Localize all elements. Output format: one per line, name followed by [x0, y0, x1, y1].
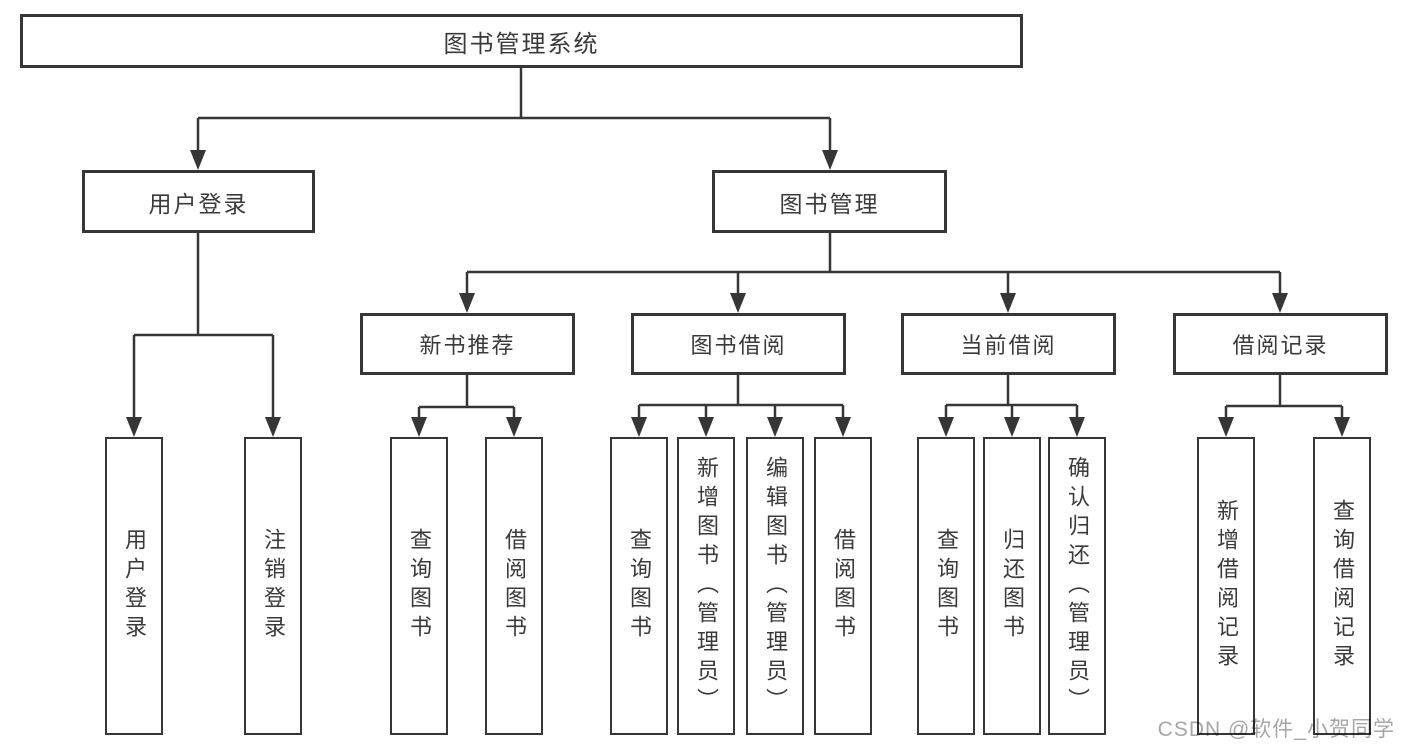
- node-label: 查询图书: [934, 528, 959, 644]
- node-label: 新增图书（管理员）: [694, 455, 719, 717]
- leaf-add-books-admin: 新增图书（管理员）: [677, 437, 735, 735]
- leaf-borrow-books: 借阅图书: [485, 437, 543, 735]
- node-label: 归还图书: [1000, 528, 1025, 644]
- node-label: 图书管理: [779, 190, 880, 217]
- node-label: 查询图书: [407, 528, 432, 644]
- leaf-edit-books-admin: 编辑图书（管理员）: [746, 437, 804, 735]
- leaf-return-books: 归还图书: [983, 437, 1041, 735]
- node-label: 新书推荐: [419, 333, 516, 358]
- arrowhead-icons: [126, 150, 1350, 437]
- node-label: 新增借阅记录: [1214, 499, 1239, 673]
- node-label: 确认归还（管理员）: [1065, 455, 1090, 717]
- leaf-query-books: 查询图书: [917, 437, 975, 735]
- csdn-watermark: CSDN @软件_小贺同学: [1157, 718, 1395, 741]
- leaf-user-login: 用户登录: [105, 437, 163, 735]
- connector-lines: [132, 68, 1344, 421]
- leaf-query-borrow-record: 查询借阅记录: [1313, 437, 1371, 735]
- node-label: 借阅记录: [1232, 333, 1329, 358]
- leaf-confirm-return-admin: 确认归还（管理员）: [1048, 437, 1106, 735]
- leaf-add-borrow-record: 新增借阅记录: [1197, 437, 1255, 735]
- leaf-borrow-books: 借阅图书: [814, 437, 872, 735]
- node-label: 用户登录: [148, 190, 249, 217]
- node-label: 当前借阅: [960, 333, 1057, 358]
- leaf-logout: 注销登录: [244, 437, 302, 735]
- leaf-query-books: 查询图书: [390, 437, 448, 735]
- node-new-book-recommendation: 新书推荐: [360, 313, 575, 375]
- node-label: 查询图书: [627, 528, 652, 644]
- node-label: 图书借阅: [690, 333, 787, 358]
- node-label: 编辑图书（管理员）: [763, 455, 788, 717]
- node-book-borrowing: 图书借阅: [631, 313, 846, 375]
- node-label: 用户登录: [122, 528, 147, 644]
- node-book-management: 图书管理: [712, 170, 947, 233]
- node-label: 图书管理系统: [443, 30, 600, 58]
- node-user-login: 用户登录: [82, 170, 315, 233]
- leaf-query-books: 查询图书: [610, 437, 668, 735]
- node-borrowing-records: 借阅记录: [1173, 313, 1388, 375]
- node-label: 借阅图书: [502, 528, 527, 644]
- node-current-borrowing: 当前借阅: [901, 313, 1116, 375]
- node-label: 注销登录: [261, 528, 286, 644]
- node-library-management-system: 图书管理系统: [20, 14, 1023, 68]
- node-label: 查询借阅记录: [1330, 499, 1355, 673]
- node-label: 借阅图书: [831, 528, 856, 644]
